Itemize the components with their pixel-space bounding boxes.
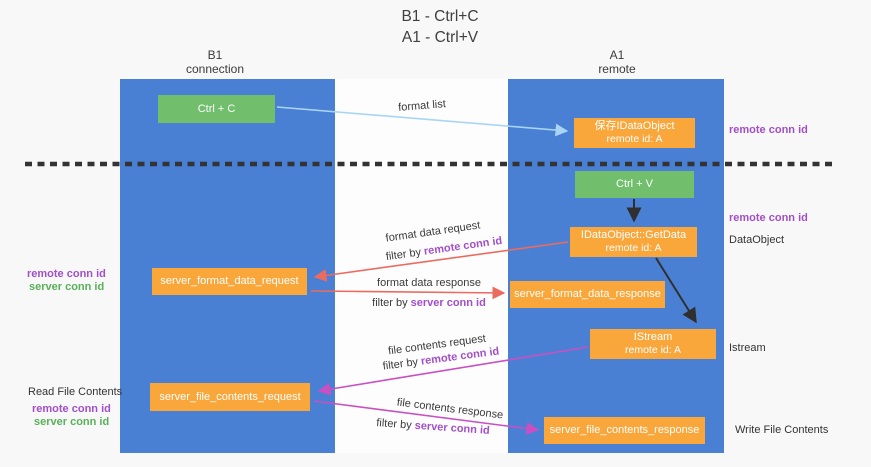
right-remote-conn-id-top: remote conn id bbox=[729, 124, 808, 136]
node-server-format-data-request: server_format_data_request bbox=[152, 268, 307, 295]
format-data-response-label: format data response bbox=[377, 277, 481, 289]
column-header-a1: A1 remote bbox=[557, 48, 677, 76]
node-istream-line2: remote id: A bbox=[624, 344, 682, 356]
node-istream: IStream remote id: A bbox=[590, 329, 716, 359]
server-conn-id-key: server conn id bbox=[410, 297, 486, 309]
left-server-conn-id-top: server conn id bbox=[29, 281, 105, 293]
right-istream-label: Istream bbox=[729, 342, 766, 354]
column-a1-role: remote bbox=[598, 62, 636, 76]
filter-by-text: filter by bbox=[375, 417, 413, 432]
column-header-b1: B1 connection bbox=[155, 48, 275, 76]
node-ctrl-v-label: Ctrl + V bbox=[616, 178, 653, 190]
right-remote-conn-id-mid: remote conn id bbox=[729, 212, 808, 224]
node-ctrl-c: Ctrl + C bbox=[158, 95, 275, 123]
node-server-file-contents-response: server_file_contents_response bbox=[544, 417, 705, 444]
left-server-conn-id-bottom: server conn id bbox=[34, 416, 110, 428]
node-server-file-contents-request-label: server_file_contents_request bbox=[159, 390, 301, 403]
left-remote-conn-id-bottom: remote conn id bbox=[32, 403, 111, 415]
node-save-dataobject: 保存IDataObject remote id: A bbox=[574, 118, 695, 148]
node-istream-line1: IStream bbox=[633, 331, 673, 343]
filter-by-text: filter by bbox=[372, 297, 408, 309]
left-read-file-contents-label: Read File Contents bbox=[28, 386, 123, 398]
node-server-format-data-response-label: server_format_data_response bbox=[514, 288, 661, 300]
right-dataobject-label: DataObject bbox=[729, 234, 785, 246]
node-save-dataobject-line2: remote id: A bbox=[606, 133, 663, 145]
title-line-1: B1 - Ctrl+C bbox=[401, 8, 479, 25]
column-b1-name: B1 bbox=[207, 48, 223, 62]
node-getdata-line1: IDataObject::GetData bbox=[580, 229, 687, 241]
node-idataobject-getdata: IDataObject::GetData remote id: A bbox=[570, 227, 697, 257]
column-b1-role: connection bbox=[185, 62, 245, 76]
title-line-2: A1 - Ctrl+V bbox=[401, 29, 479, 46]
right-write-file-contents-label: Write File Contents bbox=[735, 424, 829, 436]
node-server-format-data-request-label: server_format_data_request bbox=[160, 275, 299, 287]
node-server-format-data-response: server_format_data_response bbox=[510, 281, 665, 308]
left-remote-conn-id-top: remote conn id bbox=[27, 268, 106, 280]
node-server-file-contents-request: server_file_contents_request bbox=[150, 383, 310, 411]
node-save-dataobject-line1: 保存IDataObject bbox=[594, 120, 675, 132]
node-getdata-line2: remote id: A bbox=[605, 242, 662, 254]
canvas-middle-strip bbox=[335, 79, 508, 453]
node-server-file-contents-response-label: server_file_contents_response bbox=[549, 424, 700, 436]
diagram-title: B1 - Ctrl+C A1 - Ctrl+V bbox=[340, 6, 540, 48]
node-ctrl-c-label: Ctrl + C bbox=[197, 102, 236, 115]
column-a1-name: A1 bbox=[609, 48, 625, 62]
node-ctrl-v: Ctrl + V bbox=[575, 171, 694, 198]
